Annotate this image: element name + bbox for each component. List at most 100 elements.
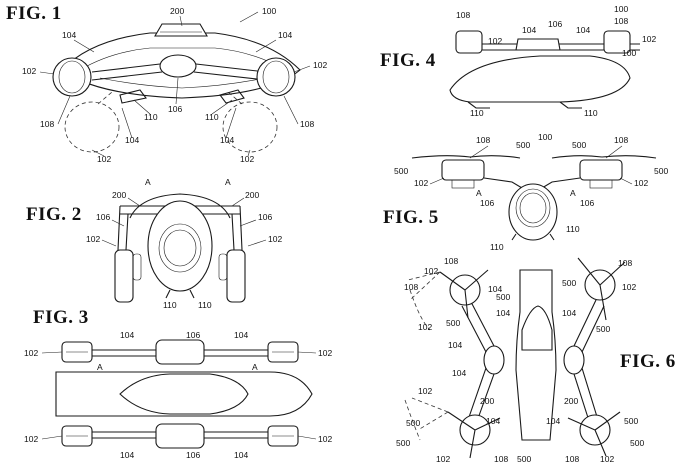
fig-5-label: FIG. 5 [383, 207, 439, 228]
fig-2-label: FIG. 2 [26, 204, 82, 225]
ref-108: 108 [456, 10, 470, 20]
ref-500: 500 [630, 438, 644, 448]
ref-102: 102 [600, 454, 614, 464]
ref-A: A [225, 177, 231, 187]
ref-200: 200 [564, 396, 578, 406]
ref-500: 500 [496, 292, 510, 302]
ref-106: 106 [96, 212, 110, 222]
ref-100: 100 [622, 48, 636, 58]
ref-108: 108 [444, 256, 458, 266]
ref-102: 102 [24, 434, 38, 444]
ref-110: 110 [584, 108, 598, 118]
ref-104: 104 [120, 330, 134, 340]
ref-110: 110 [566, 224, 580, 234]
ref-108: 108 [476, 135, 490, 145]
ref-500: 500 [446, 318, 460, 328]
ref-100: 100 [614, 4, 628, 14]
ref-A: A [570, 188, 576, 198]
ref-102: 102 [22, 66, 36, 76]
fig1-drawing [52, 23, 301, 153]
ref-A: A [97, 362, 103, 372]
ref-106: 106 [258, 212, 272, 222]
ref-102: 102 [436, 454, 450, 464]
ref-104: 104 [546, 416, 560, 426]
ref-108: 108 [40, 119, 54, 129]
fig-3-label: FIG. 3 [33, 307, 89, 328]
ref-104: 104 [234, 450, 248, 460]
ref-500: 500 [654, 166, 668, 176]
ref-108: 108 [404, 282, 418, 292]
ref-108: 108 [565, 454, 579, 464]
ref-102: 102 [240, 154, 254, 164]
ref-110: 110 [490, 242, 504, 252]
ref-200: 200 [480, 396, 494, 406]
ref-102: 102 [86, 234, 100, 244]
ref-102: 102 [418, 386, 432, 396]
fig-1-label: FIG. 1 [6, 3, 62, 24]
fig4-drawing [449, 30, 640, 109]
ref-108: 108 [494, 454, 508, 464]
ref-104: 104 [486, 416, 500, 426]
ref-106: 106 [186, 450, 200, 460]
ref-104: 104 [62, 30, 76, 40]
ref-A: A [252, 362, 258, 372]
ref-108: 108 [300, 119, 314, 129]
ref-108: 108 [614, 135, 628, 145]
ref-500: 500 [596, 324, 610, 334]
ref-500: 500 [517, 454, 531, 464]
ref-500: 500 [572, 140, 586, 150]
ref-106: 106 [580, 198, 594, 208]
ref-104: 104 [220, 135, 234, 145]
fig6-drawing [404, 257, 626, 459]
fig3-drawing [55, 339, 313, 449]
ref-102: 102 [488, 36, 502, 46]
ref-110: 110 [198, 300, 212, 310]
ref-108: 108 [614, 16, 628, 26]
ref-106: 106 [548, 19, 562, 29]
ref-102: 102 [418, 322, 432, 332]
ref-108: 108 [618, 258, 632, 268]
ref-500: 500 [562, 278, 576, 288]
ref-106: 106 [186, 330, 200, 340]
ref-102: 102 [97, 154, 111, 164]
ref-110: 110 [144, 112, 158, 122]
ref-104: 104 [448, 340, 462, 350]
ref-104: 104 [576, 25, 590, 35]
ref-A: A [145, 177, 151, 187]
ref-110: 110 [163, 300, 177, 310]
ref-104: 104 [522, 25, 536, 35]
ref-100: 100 [538, 132, 552, 142]
ref-104: 104 [125, 135, 139, 145]
ref-102: 102 [268, 234, 282, 244]
ref-104: 104 [234, 330, 248, 340]
fig-4-label: FIG. 4 [380, 50, 436, 71]
ref-500: 500 [396, 438, 410, 448]
ref-102: 102 [313, 60, 327, 70]
ref-104: 104 [496, 308, 510, 318]
ref-102: 102 [634, 178, 648, 188]
ref-104: 104 [278, 30, 292, 40]
ref-500: 500 [516, 140, 530, 150]
ref-102: 102 [24, 348, 38, 358]
ref-100: 100 [262, 6, 276, 16]
ref-110: 110 [205, 112, 219, 122]
ref-104: 104 [452, 368, 466, 378]
ref-102: 102 [414, 178, 428, 188]
ref-102: 102 [642, 34, 656, 44]
fig-6-label: FIG. 6 [620, 351, 676, 372]
ref-102: 102 [318, 348, 332, 358]
ref-500: 500 [624, 416, 638, 426]
reference-numerals: 200 100 104 104 102 102 108 108 106 110 … [22, 4, 668, 464]
ref-A: A [476, 188, 482, 198]
ref-102: 102 [318, 434, 332, 444]
ref-500: 500 [406, 418, 420, 428]
ref-104: 104 [488, 284, 502, 294]
ref-104: 104 [120, 450, 134, 460]
ref-102: 102 [622, 282, 636, 292]
ref-500: 500 [394, 166, 408, 176]
fig5-drawing [411, 155, 657, 241]
ref-200: 200 [245, 190, 259, 200]
fig2-drawing [114, 193, 246, 303]
